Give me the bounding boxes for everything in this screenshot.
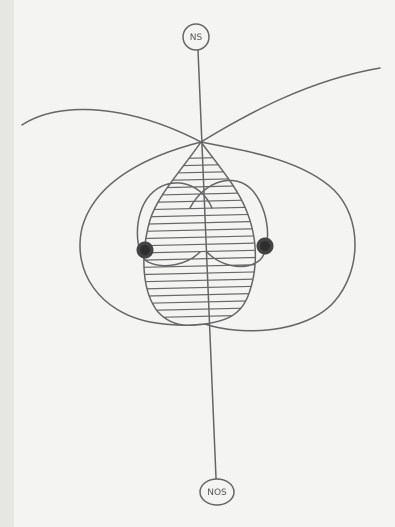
- paper-left-shadow: [0, 0, 14, 527]
- right-dot-core: [260, 241, 270, 251]
- bottom-node-label: NOS: [207, 488, 227, 498]
- top-node-label: NS: [190, 33, 203, 43]
- left-dot-core: [140, 245, 150, 255]
